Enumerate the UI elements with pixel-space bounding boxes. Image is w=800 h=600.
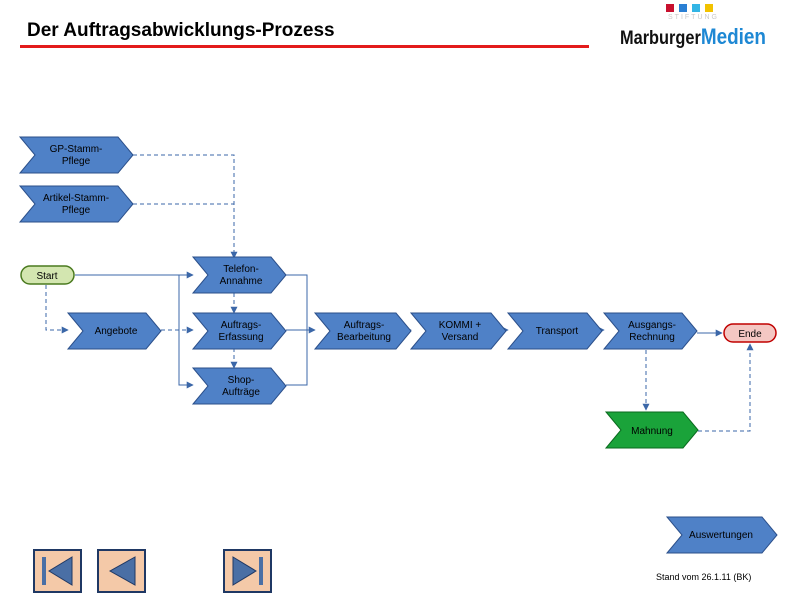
logo-square-cyan <box>692 4 700 12</box>
node-auswertungen[interactable]: Auswertungen <box>665 516 778 554</box>
shape-start <box>20 265 75 285</box>
shape-auftrags-erfassung <box>191 312 287 350</box>
node-ende[interactable]: Ende <box>723 323 777 343</box>
logo-wordmark: MarburgerMedien <box>620 24 766 50</box>
shape-artikel-stamm-pflege <box>18 185 134 223</box>
node-ausgangs-rechnung[interactable]: Ausgangs- Rechnung <box>602 312 698 350</box>
shape-transport <box>506 312 603 350</box>
connector-gp-telefon <box>133 154 238 259</box>
logo-square-red <box>666 4 674 12</box>
previous-page-icon <box>108 556 136 586</box>
label-ende: Ende <box>738 329 762 340</box>
shape-auftrags-bearbeitung <box>313 312 412 350</box>
logo-word-marburger: Marburger <box>620 28 701 49</box>
connector-mahnung-ende <box>698 343 754 432</box>
shape-shop-auftraege <box>191 367 287 405</box>
node-gp-stamm-pflege[interactable]: GP-Stamm- Pflege <box>18 136 134 174</box>
shape-mahnung <box>604 411 699 449</box>
shape-ausgangs-rechnung <box>602 312 698 350</box>
first-page-button[interactable] <box>33 549 82 593</box>
logo-square-blue <box>679 4 687 12</box>
label-bearbeitung-line2: Bearbeitung <box>337 332 391 343</box>
node-shop-auftraege[interactable]: Shop- Aufträge <box>191 367 287 405</box>
label-artikel-stamm-line2: Pflege <box>62 205 91 216</box>
label-mahnung: Mahnung <box>631 426 673 437</box>
label-gp-stamm-line2: Pflege <box>62 156 91 167</box>
logo-word-medien: Medien <box>700 24 766 49</box>
logo: STIFTUNG MarburgerMedien <box>618 4 778 50</box>
connector-start-shop <box>178 275 194 389</box>
shape-gp-stamm-pflege <box>18 136 134 174</box>
logo-square-yellow <box>705 4 713 12</box>
label-erfassung-line1: Auftrags- <box>221 320 262 331</box>
stand-date: Stand vom 26.1.11 (BK) <box>656 572 752 582</box>
shape-telefon-annahme <box>191 256 287 294</box>
label-angebote: Angebote <box>95 326 138 337</box>
title-underline <box>20 45 589 48</box>
node-telefon-annahme[interactable]: Telefon- Annahme <box>191 256 287 294</box>
shape-ende <box>723 323 777 343</box>
label-rechnung-line1: Ausgangs- <box>628 320 676 331</box>
first-page-icon <box>42 556 73 586</box>
label-auswertungen: Auswertungen <box>689 530 753 541</box>
connectors-dashed <box>45 154 754 432</box>
label-gp-stamm-line1: GP-Stamm- <box>50 144 103 155</box>
previous-page-button[interactable] <box>97 549 146 593</box>
label-artikel-stamm-line1: Artikel-Stamm- <box>43 193 109 204</box>
label-rechnung-line2: Rechnung <box>629 332 675 343</box>
shape-auswertungen <box>665 516 778 554</box>
label-shop-line2: Aufträge <box>222 387 260 398</box>
connector-start-angebote <box>45 285 69 334</box>
last-page-icon <box>232 556 263 586</box>
label-kommi-line2: Versand <box>442 332 479 343</box>
node-transport[interactable]: Transport <box>506 312 603 350</box>
logo-tagline: STIFTUNG <box>668 14 719 21</box>
shape-kommi-versand <box>409 312 507 350</box>
label-telefon-line1: Telefon- <box>223 264 259 275</box>
label-bearbeitung-line1: Auftrags- <box>344 320 385 331</box>
node-kommi-versand[interactable]: KOMMI + Versand <box>409 312 507 350</box>
page-title: Der Auftragsabwicklungs-Prozess <box>27 20 335 41</box>
label-erfassung-line2: Erfassung <box>218 332 263 343</box>
node-auftrags-bearbeitung[interactable]: Auftrags- Bearbeitung <box>313 312 412 350</box>
node-mahnung[interactable]: Mahnung <box>604 411 699 449</box>
label-transport: Transport <box>536 326 579 337</box>
label-telefon-line2: Annahme <box>220 276 263 287</box>
label-start: Start <box>36 271 57 282</box>
label-kommi-line1: KOMMI + <box>439 320 482 331</box>
node-artikel-stamm-pflege[interactable]: Artikel-Stamm- Pflege <box>18 185 134 223</box>
shape-angebote <box>66 312 162 350</box>
node-start[interactable]: Start <box>20 265 75 285</box>
node-angebote[interactable]: Angebote <box>66 312 162 350</box>
last-page-button[interactable] <box>223 549 272 593</box>
label-shop-line1: Shop- <box>228 375 255 386</box>
node-auftrags-erfassung[interactable]: Auftrags- Erfassung <box>191 312 287 350</box>
